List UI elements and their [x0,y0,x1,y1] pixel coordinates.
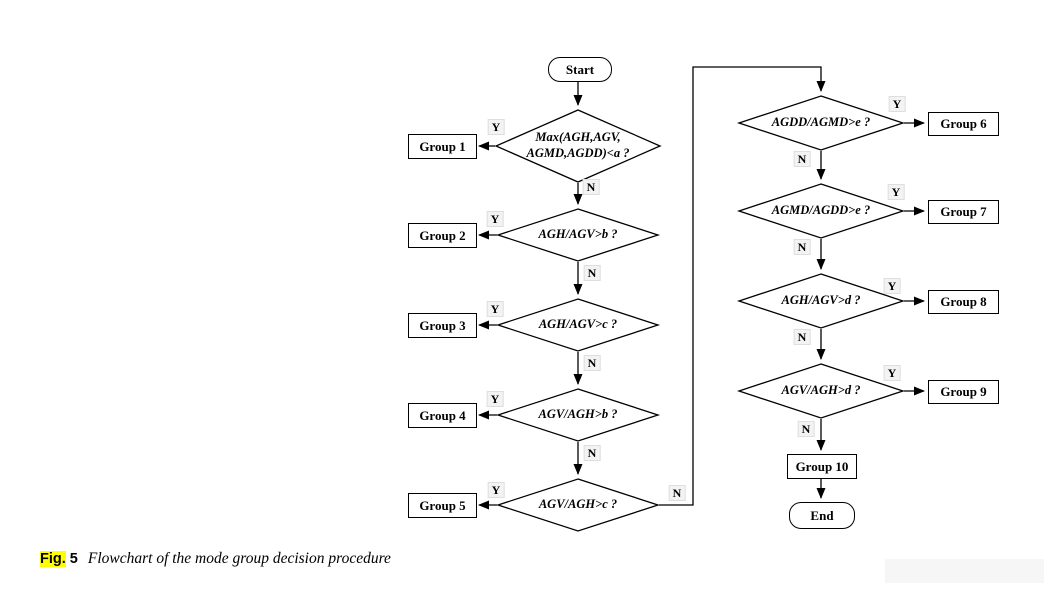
branch-label-yes: Y [486,391,504,407]
branch-label-yes: Y [487,482,505,498]
group-10-box: Group 10 [787,454,857,479]
decision-agv-agh-b: AGV/AGH>b ? [495,388,661,442]
branch-label-no: N [793,329,811,345]
branch-label-yes: Y [887,184,905,200]
group-2-box: Group 2 [408,223,477,248]
branch-label-yes: Y [486,301,504,317]
decision-label: AGMD/AGDD>e ? [771,203,871,218]
branch-label-yes: Y [487,119,505,135]
decision-agh-agv-c: AGH/AGV>c ? [495,298,661,352]
branch-label-no: N [583,445,601,461]
decision-agv-agh-c: AGV/AGH>c ? [495,478,661,532]
edge-d5-d6 [659,66,826,506]
decision-label: AGV/AGH>d ? [781,383,861,398]
group-8-box: Group 8 [928,290,999,314]
figure-caption: Fig. 5 Flowchart of the mode group decis… [40,550,391,568]
start-terminal: Start [548,57,612,82]
branch-label-no: N [797,421,815,437]
group-1-box: Group 1 [408,134,477,159]
decision-agmd-agdd-e: AGMD/AGDD>e ? [736,183,906,239]
decision-max-agh-agv-agmd-agdd: Max(AGH,AGV,AGMD,AGDD)<a ? [494,109,662,183]
decision-label: AGH/AGV>b ? [538,227,618,242]
branch-label-yes: Y [888,96,906,112]
decision-agv-agh-d: AGV/AGH>d ? [736,363,906,419]
branch-label-no: N [793,239,811,255]
decision-label: AGH/AGV>d ? [781,293,861,308]
decision-label: AGV/AGH>b ? [538,407,618,422]
decision-label: AGH/AGV>c ? [538,317,618,332]
figure-caption-tag-highlighted: Fig. [40,551,66,567]
branch-label-no: N [793,151,811,167]
branch-label-yes: Y [486,211,504,227]
figure-caption-number: 5 [69,551,78,567]
figure-caption-title: Flowchart of the mode group decision pro… [87,550,391,567]
decision-agh-agv-d: AGH/AGV>d ? [736,273,906,329]
decision-label: AGV/AGH>c ? [538,497,618,512]
group-5-box: Group 5 [408,493,477,518]
branch-label-no: N [583,355,601,371]
end-terminal: End [789,502,855,529]
decision-label: AGMD,AGDD)<a ? [526,146,630,160]
group-6-box: Group 6 [928,112,999,136]
decision-label: Max(AGH,AGV, [535,130,621,145]
branch-label-no: N [583,265,601,281]
branch-label-no: N [668,485,686,501]
group-9-box: Group 9 [928,380,999,404]
group-4-box: Group 4 [408,403,477,428]
decision-agh-agv-b: AGH/AGV>b ? [495,208,661,262]
group-3-box: Group 3 [408,313,477,338]
page-artifact-strip [885,559,1044,583]
decision-label: AGDD/AGMD>e ? [771,115,871,130]
decision-agdd-agmd-e: AGDD/AGMD>e ? [736,95,906,151]
group-7-box: Group 7 [928,200,999,224]
branch-label-yes: Y [883,278,901,294]
branch-label-yes: Y [883,365,901,381]
branch-label-no: N [582,179,600,195]
